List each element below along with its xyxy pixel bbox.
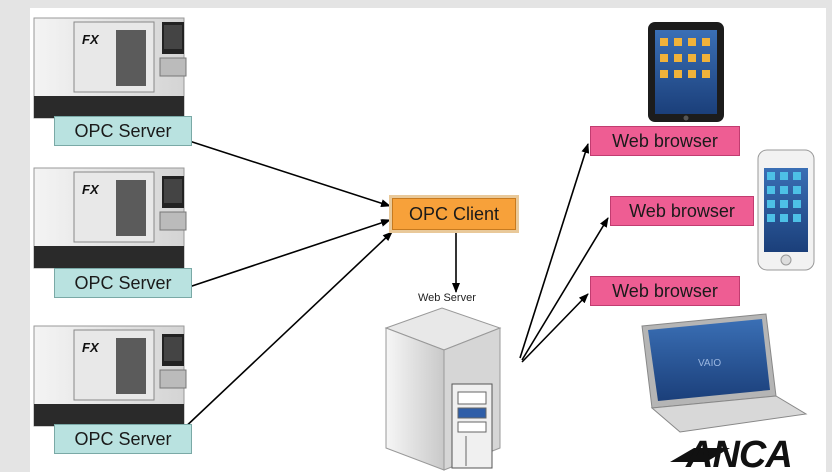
opc-server-label: OPC Server	[74, 120, 172, 141]
arrow-webserver-browser2	[521, 217, 609, 361]
cnc-machine-icon: FX	[33, 325, 187, 427]
web-server-label: Web Server	[418, 292, 476, 304]
web-browser-label: Web browser	[629, 200, 735, 221]
web-browser-box-3: Web browser	[590, 276, 740, 306]
opc-client-box: OPC Client	[392, 198, 516, 230]
smartphone-icon	[757, 149, 815, 271]
arrow-webserver-browser3	[521, 293, 589, 363]
svg-text:FX: FX	[82, 182, 100, 197]
cnc-machine-icon: FX	[33, 17, 187, 119]
web-browser-box-2: Web browser	[610, 196, 754, 226]
opc-server-label: OPC Server	[74, 272, 172, 293]
cnc-machine-icon: FX	[33, 167, 187, 269]
diagram-canvas: FX FX FX	[30, 8, 826, 472]
opc-server-box-3: OPC Server	[54, 424, 192, 454]
arrow-webserver-browser1	[519, 143, 590, 359]
svg-text:VAIO: VAIO	[698, 358, 721, 369]
arrow-server2-client	[179, 219, 391, 291]
opc-server-box-2: OPC Server	[54, 268, 192, 298]
arrow-server3-client	[179, 231, 393, 433]
diagram-graphics: FX FX FX	[33, 17, 815, 471]
laptop-icon: VAIO	[641, 313, 808, 433]
svg-text:FX: FX	[82, 32, 100, 47]
opc-server-label: OPC Server	[74, 428, 172, 449]
tablet-icon	[648, 22, 724, 122]
server-tower-icon	[384, 307, 502, 471]
anca-logo: ANCA	[686, 434, 793, 472]
web-browser-box-1: Web browser	[590, 126, 740, 156]
web-browser-label: Web browser	[612, 130, 718, 151]
svg-text:FX: FX	[82, 340, 100, 355]
arrow-server1-client	[179, 137, 391, 208]
opc-client-label: OPC Client	[408, 203, 500, 224]
logo-mark	[670, 448, 730, 462]
opc-server-box-1: OPC Server	[54, 116, 192, 146]
web-browser-label: Web browser	[612, 280, 718, 301]
